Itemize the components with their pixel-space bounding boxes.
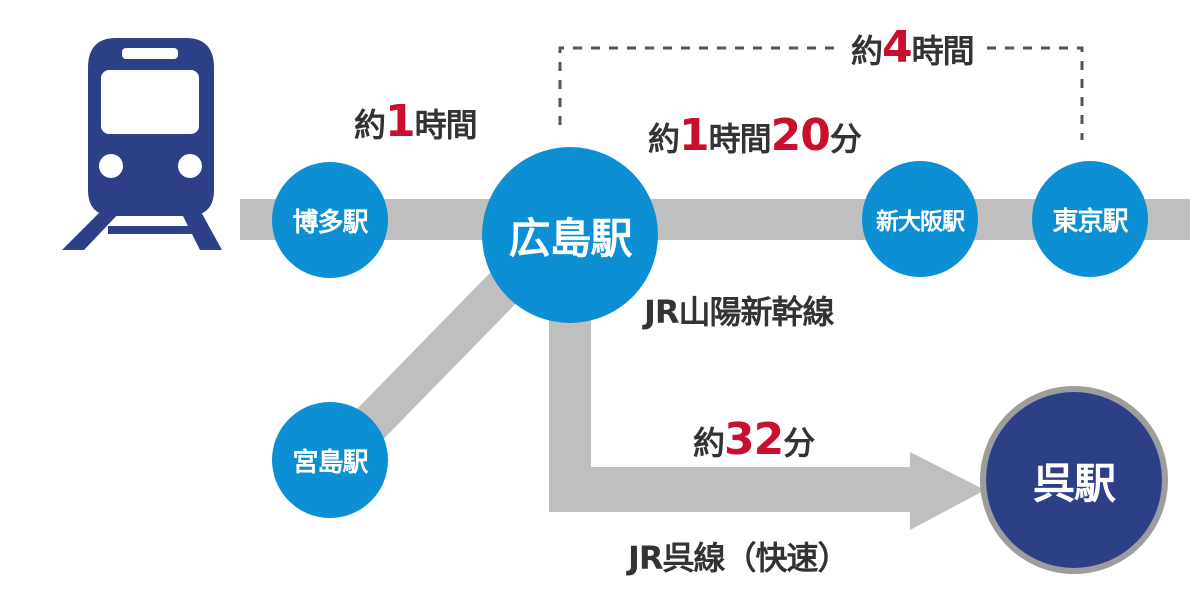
station-hakata: 博多駅 xyxy=(272,162,388,278)
station-shin-osaka-label: 新大阪駅 xyxy=(876,209,965,235)
time-suffix: 時間 xyxy=(911,32,975,70)
time-hiroshima-shin-osaka: 約1時間20分 xyxy=(648,110,862,161)
station-tokyo: 東京駅 xyxy=(1032,161,1148,277)
time-prefix: 約 xyxy=(851,32,883,70)
time-number: 1 xyxy=(385,96,416,147)
time-hiroshima-kure: 約32分 xyxy=(693,414,815,465)
shinkansen-track xyxy=(240,199,1190,240)
time-number: 32 xyxy=(724,414,784,465)
time-number-minutes: 20 xyxy=(770,110,831,161)
train-icon xyxy=(62,38,222,250)
time-number-hours: 1 xyxy=(679,110,710,161)
station-hiroshima: 広島駅 xyxy=(482,147,658,323)
station-hiroshima-label: 広島駅 xyxy=(508,213,632,263)
time-suffix: 分 xyxy=(829,120,862,158)
station-shin-osaka: 新大阪駅 xyxy=(862,161,978,277)
time-hiroshima-tokyo: 約4時間 xyxy=(843,22,982,73)
line-name-shinkansen: JR山陽新幹線 xyxy=(644,293,835,331)
tokyo-dashed-bracket xyxy=(558,46,1084,140)
kure-line-arrow xyxy=(549,280,985,530)
time-number: 4 xyxy=(882,22,913,73)
time-mid: 時間 xyxy=(708,120,772,158)
time-suffix: 分 xyxy=(783,424,815,462)
station-miyajima-label: 宮島駅 xyxy=(292,447,368,478)
time-prefix: 約 xyxy=(648,120,680,158)
station-kure: 呉駅 xyxy=(986,392,1162,568)
time-prefix: 約 xyxy=(354,106,386,144)
time-hakata-hiroshima: 約1時間 xyxy=(354,96,478,147)
station-tokyo-label: 東京駅 xyxy=(1052,206,1128,237)
station-kure-label: 呉駅 xyxy=(1032,458,1116,508)
time-prefix: 約 xyxy=(693,424,725,462)
station-hakata-label: 博多駅 xyxy=(292,207,368,238)
station-miyajima: 宮島駅 xyxy=(272,402,388,518)
line-name-kure: JR呉線（快速） xyxy=(628,539,850,577)
time-suffix: 時間 xyxy=(414,106,478,144)
